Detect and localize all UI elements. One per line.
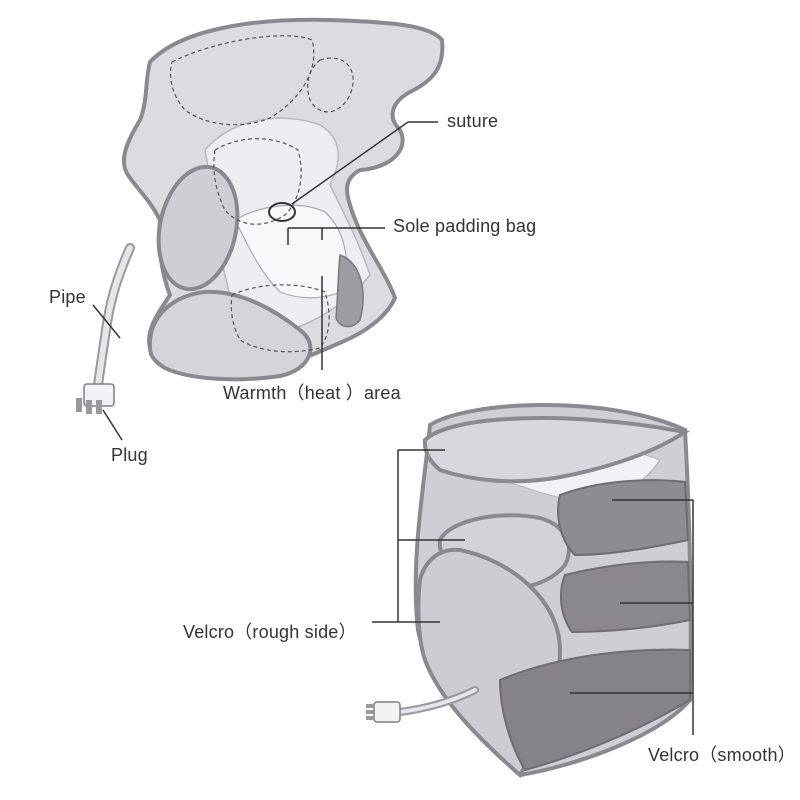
label-velcro-rough-side: Velcro（rough side） [183, 622, 357, 642]
velcro-smooth-strip-2 [559, 560, 692, 634]
garment-unfolded [76, 17, 445, 414]
label-plug: Plug [111, 445, 148, 465]
label-velcro-smooth: Velcro（smooth） [648, 745, 796, 765]
velcro-smooth-strip-3 [498, 648, 691, 772]
plug-leader [102, 409, 123, 441]
leader-lines [92, 121, 694, 735]
plug [76, 383, 115, 414]
suture-leader [291, 121, 409, 205]
garment-wrapped [366, 403, 693, 779]
velcro-rough-bracket [372, 449, 465, 623]
stitch-lines [169, 35, 354, 353]
label-warmth-area: Warmth（heat ）area [223, 383, 401, 403]
garment-left-flap [156, 164, 240, 292]
pipe-leader [92, 304, 121, 339]
suture-marker-circle [268, 202, 296, 222]
velcro-rough-flap-1 [422, 416, 691, 484]
garment-bottom-lobe [147, 289, 313, 382]
velcro-smooth-strip-1 [557, 479, 690, 557]
bottom-plug [366, 701, 401, 723]
velcro-smooth-bracket [570, 499, 694, 735]
garment-fold-shadow [335, 253, 364, 328]
label-sole-padding-bag: Sole padding bag [393, 216, 537, 236]
label-suture: suture [447, 111, 499, 131]
label-pipe: Pipe [49, 287, 86, 307]
